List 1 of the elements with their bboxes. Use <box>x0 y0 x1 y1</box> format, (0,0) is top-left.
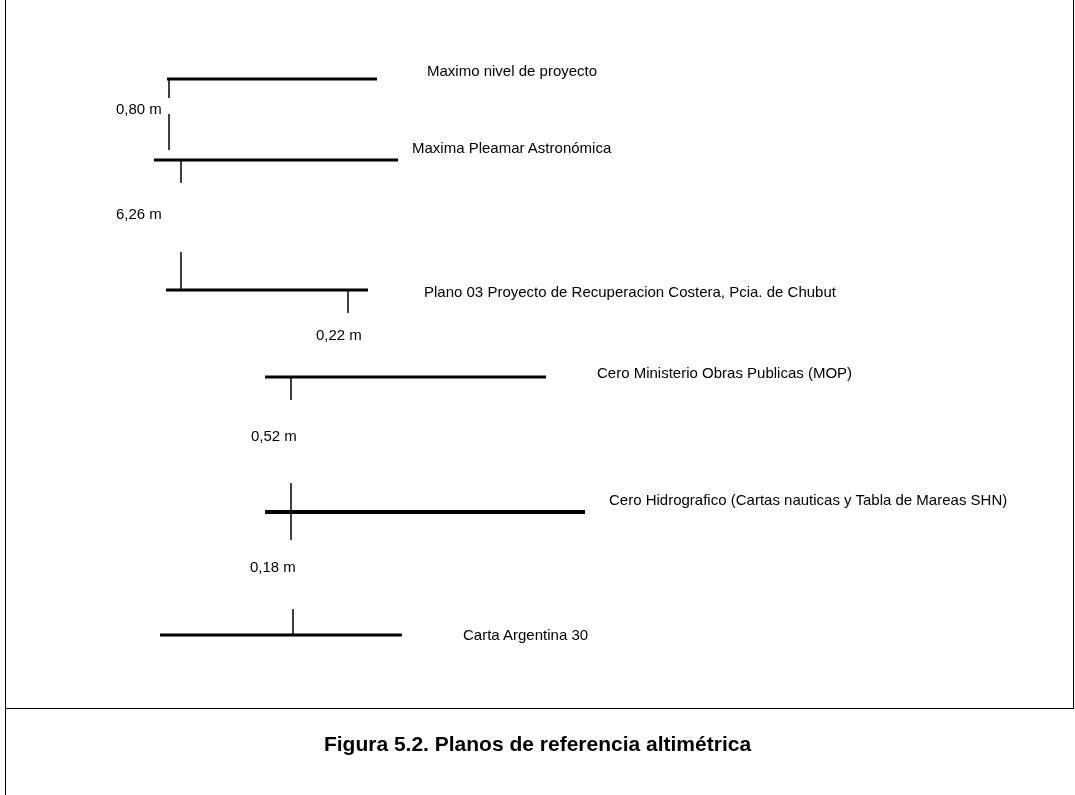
figure-caption: Figura 5.2. Planos de referencia altimétrica <box>322 731 753 757</box>
